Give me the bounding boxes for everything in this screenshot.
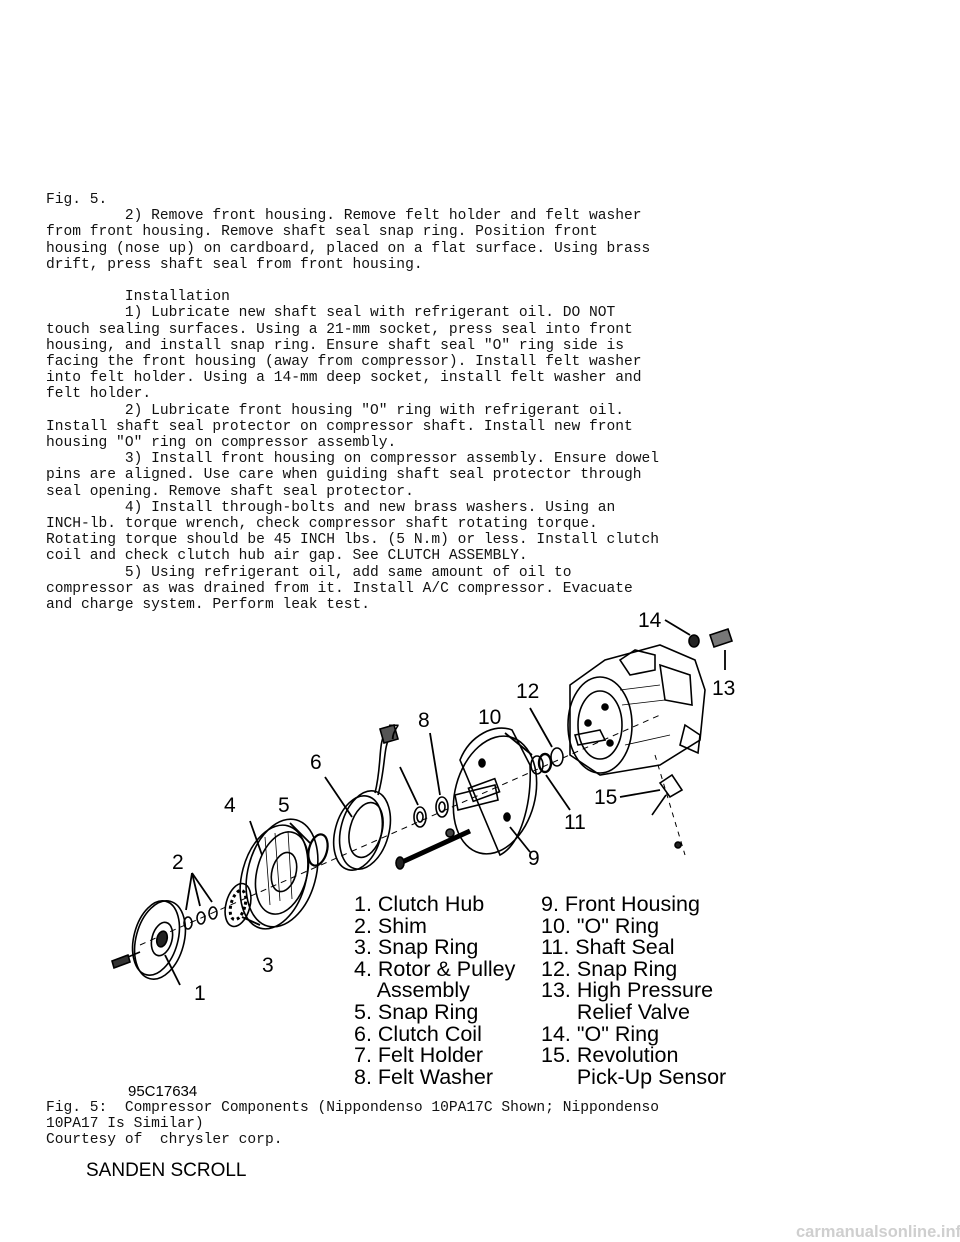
text-line: Rotating torque should be 45 INCH lbs. (…: [46, 532, 660, 549]
callout-leaders: [164, 619, 726, 986]
legend-item: 10. "O" Ring: [541, 913, 660, 938]
caption-line: 10PA17 Is Similar): [46, 1116, 204, 1133]
text-line: 3) Install front housing on compressor a…: [46, 451, 660, 468]
through-bolt: [395, 828, 472, 870]
callout-4: 4: [224, 794, 236, 817]
revolution-sensor-part: [651, 773, 684, 816]
compressor-body: [567, 644, 706, 776]
text-line: Fig. 5.: [46, 192, 108, 208]
watermark: carmanualsonline.info: [796, 1223, 960, 1241]
figure-id: 95C17634: [128, 1083, 198, 1100]
caption-line: Fig. 5: Compressor Components (Nipponden…: [46, 1100, 660, 1116]
text-line: from front housing. Remove shaft seal sn…: [46, 224, 598, 241]
legend-item: 12. Snap Ring: [541, 956, 678, 981]
callout-9: 9: [528, 847, 540, 870]
compressor-exploded-diagram: 2 1 3 4 5 6 7 8 9 10 11 12 13 14 15: [100, 605, 760, 1100]
text-line: drift, press shaft seal from front housi…: [46, 256, 423, 273]
text-line: pins are aligned. Use care when guiding …: [46, 467, 642, 484]
small-bolt-part: [674, 841, 682, 849]
callout-1: 1: [194, 982, 206, 1005]
diagram-drawing: [111, 619, 734, 986]
callout-12: 12: [516, 680, 540, 703]
text-line: 4) Install through-bolts and new brass w…: [46, 499, 616, 516]
shim-part: [183, 906, 218, 930]
text-line: touch sealing surfaces. Using a 21-mm so…: [46, 321, 633, 338]
callout-10: 10: [478, 706, 502, 729]
legend-item: 15. Revolution: [541, 1043, 679, 1068]
parts-legend-right: 9. Front Housing 10. "O" Ring 11. Shaft …: [541, 892, 727, 1089]
text-line: felt holder.: [46, 386, 152, 403]
legend-item: 7. Felt Holder: [354, 1043, 484, 1068]
callout-13: 13: [712, 677, 736, 700]
front-housing-part: [452, 727, 538, 857]
callout-3: 3: [262, 954, 274, 977]
text-line: into felt holder. Using a 14-mm deep soc…: [46, 370, 642, 387]
small-washer-part: [445, 828, 455, 838]
text-line: coil and check clutch hub air gap. See C…: [46, 548, 528, 565]
felt-holder-part: [413, 806, 427, 828]
text-line: Install shaft seal protector on compress…: [46, 418, 633, 435]
text-line: and charge system. Perform leak test.: [46, 597, 371, 614]
legend-item: 2. Shim: [354, 913, 427, 938]
legend-item: 13. High Pressure: [541, 978, 714, 1003]
text-line: facing the front housing (away from comp…: [46, 354, 642, 371]
shaft-seal-part: [537, 752, 553, 774]
legend-item: 1. Clutch Hub: [354, 892, 485, 916]
sensor-axis: [654, 754, 686, 856]
legend-item: 4. Rotor & Pulley: [354, 956, 516, 981]
callout-5: 5: [278, 794, 290, 817]
snap-ring-part: [550, 747, 564, 767]
callout-8: 8: [418, 709, 430, 732]
legend-item: Relief Valve: [541, 999, 690, 1024]
callout-7: 7: [388, 721, 400, 744]
figure-caption: Fig. 5: Compressor Components (Nipponden…: [46, 1100, 659, 1149]
legend-item: 9. Front Housing: [541, 892, 700, 916]
text-line: housing (nose up) on cardboard, placed o…: [46, 240, 651, 257]
callout-15: 15: [594, 786, 618, 809]
text-line: 1) Lubricate new shaft seal with refrige…: [46, 305, 616, 322]
clutch-coil-part: [332, 724, 399, 871]
relief-valve-part: [708, 627, 734, 649]
legend-item: 11. Shaft Seal: [541, 935, 675, 960]
clutch-hub-part: [131, 900, 187, 980]
legend-item: 14. "O" Ring: [541, 1021, 660, 1046]
text-line: 2) Lubricate front housing "O" ring with…: [46, 402, 625, 419]
felt-washer-part: [435, 796, 449, 818]
legend-item: Assembly: [354, 978, 470, 1003]
procedure-text: Fig. 5. 2) Remove front housing. Remove …: [46, 192, 659, 613]
snap-ring-part: [307, 833, 329, 867]
legend-item: 6. Clutch Coil: [354, 1021, 482, 1046]
text-line: housing "O" ring on compressor assembly.: [46, 435, 397, 452]
section-label: SANDEN SCROLL: [86, 1160, 247, 1181]
legend-item: 8. Felt Washer: [354, 1064, 493, 1089]
callout-2: 2: [172, 851, 184, 874]
callout-6: 6: [310, 751, 322, 774]
callout-14: 14: [638, 609, 662, 632]
o-ring-part: [530, 755, 544, 775]
legend-item: Pick-Up Sensor: [541, 1064, 727, 1089]
text-line: housing, and install snap ring. Ensure s…: [46, 337, 625, 354]
text-line: compressor as was drained from it. Insta…: [46, 580, 633, 597]
caption-line: Courtesy of chrysler corp.: [46, 1132, 283, 1149]
text-line: 2) Remove front housing. Remove felt hol…: [46, 208, 642, 225]
o-ring-part: [688, 634, 700, 648]
text-line: seal opening. Remove shaft seal protecto…: [46, 483, 414, 500]
legend-item: 3. Snap Ring: [354, 935, 479, 960]
text-line: 5) Using refrigerant oil, add same amoun…: [46, 564, 572, 581]
parts-legend-left: 1. Clutch Hub 2. Shim 3. Snap Ring 4. Ro…: [354, 892, 516, 1089]
installation-heading: Installation: [46, 289, 230, 306]
legend-item: 5. Snap Ring: [354, 999, 479, 1024]
rotor-pulley-part: [239, 818, 319, 930]
text-line: INCH-lb. torque wrench, check compressor…: [46, 516, 598, 533]
callout-11: 11: [564, 811, 586, 834]
